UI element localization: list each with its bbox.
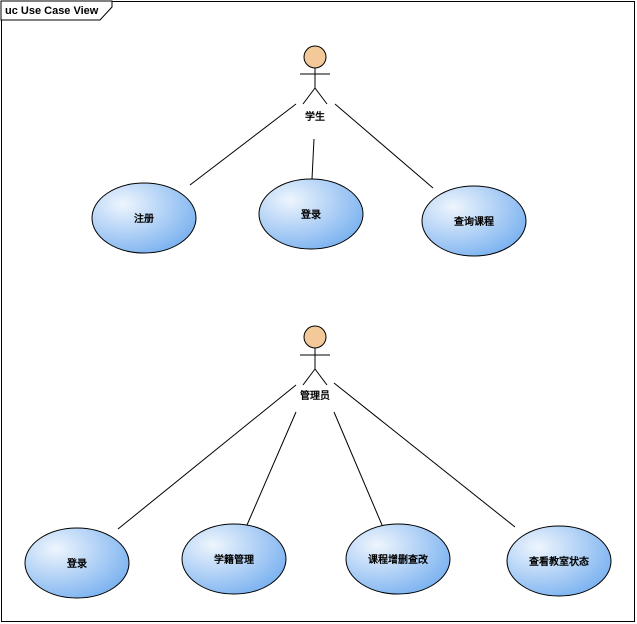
actor-head-icon	[303, 325, 327, 349]
usecase-query-course-label: 查询课程	[453, 215, 494, 228]
usecase-register[interactable]: 注册	[91, 182, 197, 254]
frame-title: uc Use Case View	[5, 5, 99, 17]
usecase-student-mgmt[interactable]: 学籍管理	[181, 523, 287, 595]
usecase-course-crud-label: 课程增删查改	[368, 553, 429, 566]
usecase-register-label: 注册	[134, 212, 154, 225]
actor-head-icon	[303, 45, 327, 69]
assoc-student-register[interactable]	[189, 103, 297, 186]
usecase-login-admin[interactable]: 登录	[24, 527, 130, 599]
assoc-student-login[interactable]	[311, 138, 315, 180]
assoc-student-query-course[interactable]	[334, 103, 434, 189]
actor-admin[interactable]: 管理员	[300, 325, 330, 402]
assoc-admin-login[interactable]	[117, 384, 297, 530]
usecase-login-student-label: 登录	[300, 208, 321, 221]
usecase-query-course[interactable]: 查询课程	[421, 185, 527, 257]
associations	[117, 103, 516, 530]
usecase-view-classroom[interactable]: 查看教室状态	[506, 525, 612, 597]
assoc-admin-view-classroom[interactable]	[333, 382, 516, 528]
actor-student[interactable]: 学生	[300, 45, 330, 123]
usecase-course-crud[interactable]: 课程增删查改	[345, 523, 451, 595]
actor-admin-label: 管理员	[300, 389, 330, 402]
actor-student-label: 学生	[305, 110, 325, 123]
usecase-student-mgmt-label: 学籍管理	[214, 553, 254, 566]
assoc-admin-course-crud[interactable]	[333, 411, 383, 526]
usecase-login-admin-label: 登录	[66, 557, 87, 570]
frame-title-tab: uc Use Case View	[0, 0, 113, 21]
usecase-login-student[interactable]: 登录	[258, 178, 364, 250]
usecase-view-classroom-label: 查看教室状态	[528, 555, 589, 568]
assoc-admin-student-mgmt[interactable]	[246, 411, 297, 526]
